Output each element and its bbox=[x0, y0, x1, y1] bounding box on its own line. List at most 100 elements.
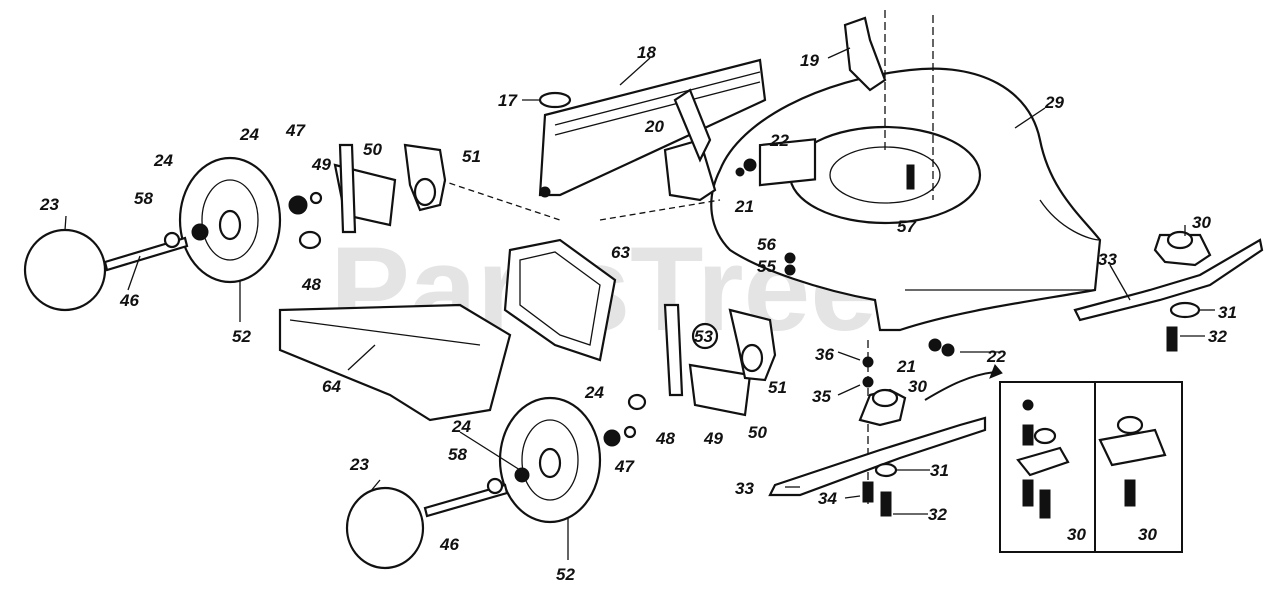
callout-21b: 21 bbox=[896, 357, 916, 376]
blade-33b bbox=[768, 416, 987, 497]
mower-deck bbox=[710, 67, 1102, 332]
callout-31b: 31 bbox=[930, 461, 949, 480]
callout-33b: 33 bbox=[735, 479, 754, 498]
lever-49b bbox=[663, 303, 684, 397]
callout-47b: 47 bbox=[614, 457, 635, 476]
hub-cap-bottom bbox=[345, 486, 425, 570]
bolt-57 bbox=[906, 164, 915, 190]
callout-49b: 49 bbox=[703, 429, 723, 448]
nut-24c bbox=[514, 467, 530, 483]
callout-24b: 24 bbox=[153, 151, 173, 170]
callout-46a: 46 bbox=[119, 291, 139, 310]
hub-cap-top bbox=[23, 228, 107, 312]
washer-58 bbox=[163, 231, 181, 249]
part-56 bbox=[784, 252, 796, 264]
bolt-32b bbox=[880, 491, 892, 517]
nut-22b bbox=[941, 343, 955, 357]
washer-58b bbox=[486, 477, 504, 495]
callout-47a: 47 bbox=[285, 121, 306, 140]
callout-17: 17 bbox=[498, 91, 518, 110]
handle-plate bbox=[538, 58, 767, 198]
callout-58a: 58 bbox=[134, 189, 153, 208]
washer-31b bbox=[874, 462, 898, 478]
nut-24d bbox=[603, 429, 621, 447]
wheel-bottom bbox=[498, 396, 602, 524]
bolt-32a bbox=[1166, 326, 1178, 352]
callout-50b: 50 bbox=[748, 423, 767, 442]
bolt-48b bbox=[627, 393, 647, 411]
callout-52a: 52 bbox=[232, 327, 251, 346]
bolt-46b bbox=[423, 483, 509, 518]
callout-22a: 22 bbox=[769, 131, 789, 150]
part-51b-hub bbox=[740, 343, 764, 373]
part-55 bbox=[784, 264, 796, 276]
bracket-50b bbox=[688, 363, 752, 417]
callout-24d: 24 bbox=[451, 417, 471, 436]
washer-35 bbox=[862, 376, 874, 388]
washer-47 bbox=[309, 191, 323, 205]
callout-24a: 24 bbox=[239, 125, 259, 144]
arrow-curve bbox=[924, 371, 996, 401]
callout-23b: 23 bbox=[349, 455, 369, 474]
callout-33a: 33 bbox=[1098, 250, 1117, 269]
blade-33a bbox=[1073, 238, 1264, 322]
callout-20: 20 bbox=[644, 117, 664, 136]
callout-46b: 46 bbox=[439, 535, 459, 554]
lever-49 bbox=[338, 143, 357, 234]
callout-51b: 51 bbox=[768, 378, 787, 397]
leader-line bbox=[599, 199, 721, 221]
washer-21a bbox=[735, 167, 745, 177]
callout-53: 53 bbox=[694, 327, 713, 346]
washer-47b bbox=[623, 425, 637, 439]
callout-labels: 18 19 17 20 29 22 21 57 56 55 24 47 49 5… bbox=[39, 43, 1237, 584]
callout-21a: 21 bbox=[734, 197, 754, 216]
part-51-hub bbox=[413, 177, 437, 207]
callout-30b: 30 bbox=[1192, 213, 1211, 232]
callout-34: 34 bbox=[818, 489, 837, 508]
washer-36 bbox=[862, 356, 874, 368]
callout-48a: 48 bbox=[301, 275, 321, 294]
callout-29: 29 bbox=[1044, 93, 1064, 112]
callout-23a: 23 bbox=[39, 195, 59, 214]
callout-51a: 51 bbox=[462, 147, 481, 166]
callout-36: 36 bbox=[815, 345, 834, 364]
callout-22b: 22 bbox=[986, 347, 1006, 366]
callout-30c: 30 bbox=[1067, 525, 1086, 544]
inset-box bbox=[999, 381, 1183, 553]
leader-line bbox=[439, 179, 561, 221]
callout-55: 55 bbox=[757, 257, 776, 276]
callout-30a: 30 bbox=[908, 377, 927, 396]
nut-22a bbox=[743, 158, 757, 172]
callout-35: 35 bbox=[812, 387, 831, 406]
bolt-48 bbox=[298, 230, 322, 250]
wheel-top bbox=[178, 156, 282, 284]
callout-63: 63 bbox=[611, 243, 630, 262]
callout-24c: 24 bbox=[584, 383, 604, 402]
washer-31a bbox=[1169, 301, 1201, 319]
callout-56: 56 bbox=[757, 235, 776, 254]
bolt-34 bbox=[862, 481, 874, 503]
callout-48b: 48 bbox=[655, 429, 675, 448]
nut-24b bbox=[288, 195, 308, 215]
discharge-chute bbox=[503, 238, 617, 362]
callout-32b: 32 bbox=[928, 505, 947, 524]
callout-50a: 50 bbox=[363, 140, 382, 159]
callout-31a: 31 bbox=[1218, 303, 1237, 322]
callout-58b: 58 bbox=[448, 445, 467, 464]
callout-19: 19 bbox=[800, 51, 819, 70]
washer-21b bbox=[928, 338, 942, 352]
nut-24 bbox=[191, 223, 209, 241]
bolt-46 bbox=[103, 236, 189, 272]
callout-49a: 49 bbox=[311, 155, 331, 174]
callout-57: 57 bbox=[897, 217, 917, 236]
bracket-20-arm bbox=[673, 88, 712, 163]
callout-32a: 32 bbox=[1208, 327, 1227, 346]
leader-lines bbox=[64, 47, 1215, 560]
bracket-20 bbox=[663, 138, 717, 202]
callout-30d: 30 bbox=[1138, 525, 1157, 544]
callout-18: 18 bbox=[637, 43, 656, 62]
callout-52b: 52 bbox=[556, 565, 575, 584]
part-53 bbox=[691, 322, 719, 350]
deflector-64 bbox=[278, 303, 512, 422]
